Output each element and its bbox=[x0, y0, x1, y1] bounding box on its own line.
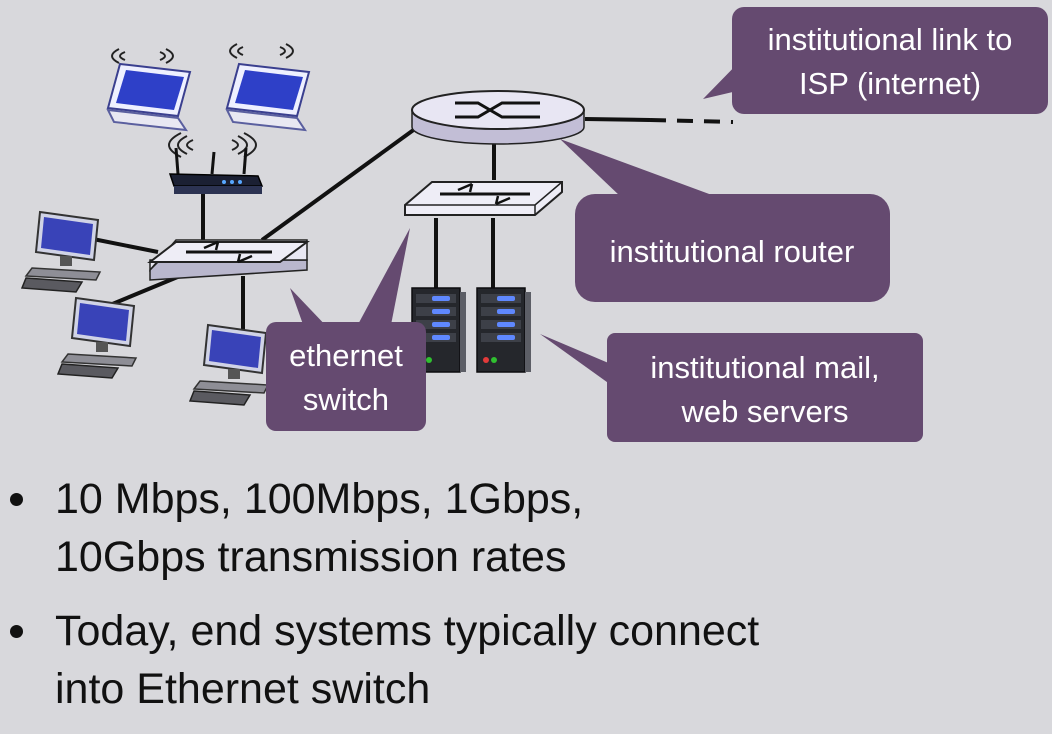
servers-callout-text: institutional mail,web servers bbox=[650, 350, 879, 429]
wireless-waves-icon bbox=[229, 43, 294, 59]
server-icon bbox=[476, 287, 532, 373]
bullet-list: 10 Mbps, 100Mbps, 1Gbps, 10Gbps transmis… bbox=[0, 470, 1052, 734]
ethernet-switch-icon bbox=[404, 181, 563, 216]
laptop-icon bbox=[107, 63, 191, 131]
router-icon bbox=[411, 90, 585, 145]
desktop-computer-icon bbox=[57, 297, 137, 379]
bullet-item: 10 Mbps, 100Mbps, 1Gbps, 10Gbps transmis… bbox=[0, 470, 1052, 586]
laptop-icon bbox=[226, 63, 310, 131]
bullet-icon bbox=[10, 625, 23, 638]
wireless-waves-icon bbox=[111, 48, 174, 64]
router-callout-text: institutional router bbox=[610, 234, 855, 269]
desktop-computer-icon bbox=[21, 211, 101, 293]
bullet-text: Today, end systems typically connect int… bbox=[55, 607, 760, 713]
servers-callout: institutional mail,web servers bbox=[540, 333, 923, 442]
bullet-item: Today, end systems typically connect int… bbox=[0, 602, 1052, 718]
desktop-computer-icon bbox=[189, 324, 269, 406]
wireless-router-icon bbox=[168, 132, 264, 194]
router-callout: institutional router bbox=[560, 139, 890, 302]
ethernet-switch-icon bbox=[147, 239, 311, 281]
bullet-text: 10 Mbps, 100Mbps, 1Gbps, 10Gbps transmis… bbox=[55, 475, 584, 581]
bullet-icon bbox=[10, 493, 23, 506]
